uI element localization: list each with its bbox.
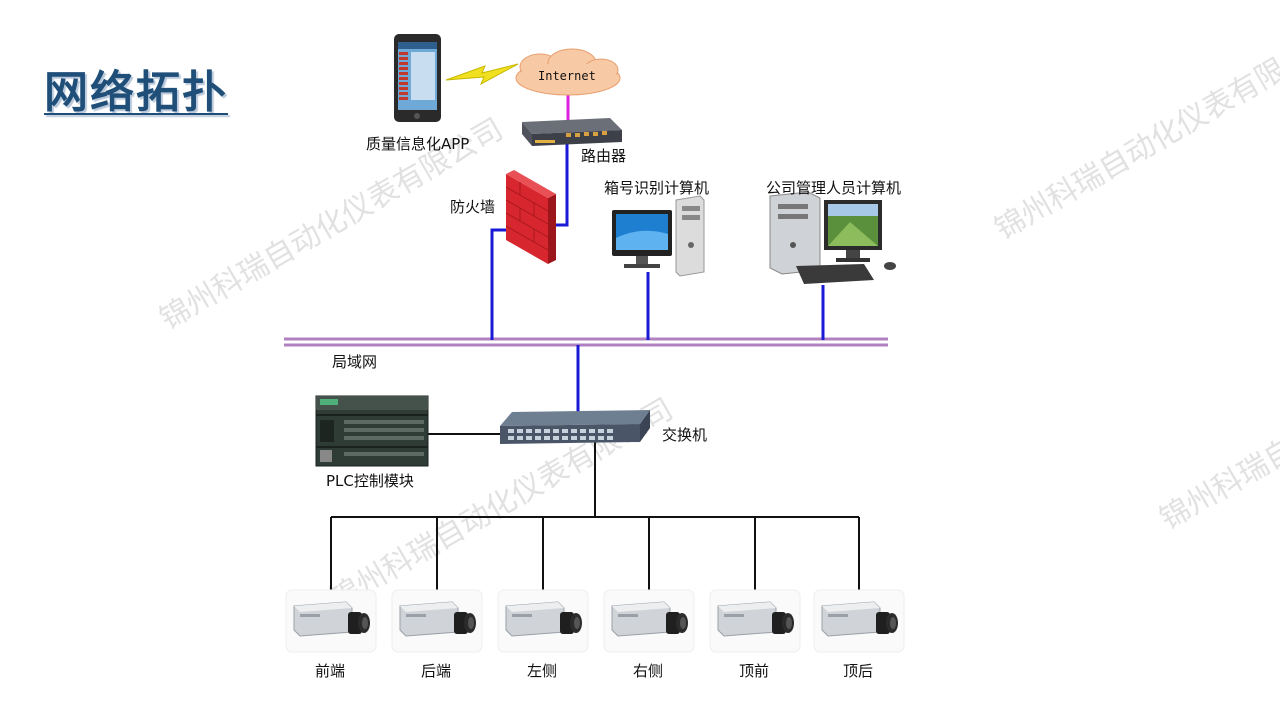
switch-label: 交换机	[662, 426, 708, 444]
camera-label: 右侧	[633, 662, 664, 680]
app-label: 质量信息化APP	[366, 135, 470, 153]
management-computer-icon	[769, 191, 896, 284]
camera-icon	[709, 589, 801, 653]
switch-icon	[500, 410, 650, 444]
mgmt-pc-label: 公司管理人员计算机	[766, 179, 902, 197]
firewall-icon	[505, 170, 556, 264]
camera-cabling	[330, 433, 860, 590]
camera-label: 后端	[421, 662, 452, 680]
camera-icon	[813, 589, 905, 653]
router-label: 路由器	[581, 147, 627, 165]
internet-label: Internet	[538, 69, 596, 83]
camera-icon	[497, 589, 589, 653]
camera-label: 左侧	[527, 662, 558, 680]
camera-icon	[391, 589, 483, 653]
camera-label: 顶后	[843, 662, 874, 680]
box-pc-label: 箱号识别计算机	[604, 179, 710, 197]
camera-icon	[603, 589, 695, 653]
lan-label: 局域网	[332, 353, 378, 371]
firewall-lan-link	[490, 228, 510, 340]
box-id-computer-icon	[612, 195, 705, 277]
camera-label: 前端	[315, 662, 346, 680]
router-icon	[522, 118, 622, 146]
wireless-bolt-icon	[445, 63, 519, 86]
internet-cloud-icon	[515, 48, 621, 96]
firewall-label: 防火墙	[450, 198, 496, 216]
phone-app-icon	[394, 34, 441, 122]
camera-icon	[285, 589, 377, 653]
camera-label: 顶前	[739, 662, 770, 680]
lan-bus	[284, 337, 888, 347]
plc-label: PLC控制模块	[326, 472, 414, 490]
page-title: 网络拓扑	[44, 67, 228, 118]
plc-module-icon	[315, 395, 429, 467]
